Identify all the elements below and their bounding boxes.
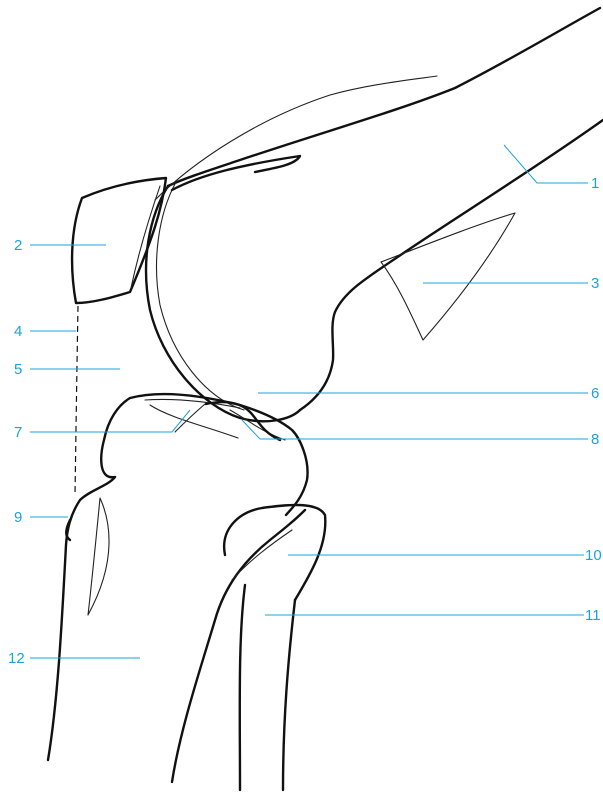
label-10: 10 — [585, 547, 602, 564]
label-3: 3 — [591, 275, 599, 292]
patellar-ligament-line — [75, 306, 78, 495]
label-6: 6 — [591, 385, 599, 402]
leader-8 — [242, 420, 588, 439]
label-12: 12 — [8, 650, 25, 667]
label-5: 5 — [14, 361, 22, 378]
label-9: 9 — [14, 509, 22, 526]
femur — [146, 8, 603, 421]
label-2: 2 — [14, 237, 22, 254]
label-8: 8 — [591, 431, 599, 448]
label-11: 11 — [585, 607, 601, 624]
patella — [72, 178, 166, 303]
leader-lines — [30, 145, 588, 658]
label-7: 7 — [14, 424, 22, 441]
labels: 1 2 3 4 5 6 7 8 9 10 11 12 — [8, 175, 602, 667]
tibia — [48, 394, 325, 790]
femur-fossa-outline — [381, 213, 515, 340]
label-1: 1 — [591, 175, 599, 192]
label-4: 4 — [14, 323, 22, 340]
